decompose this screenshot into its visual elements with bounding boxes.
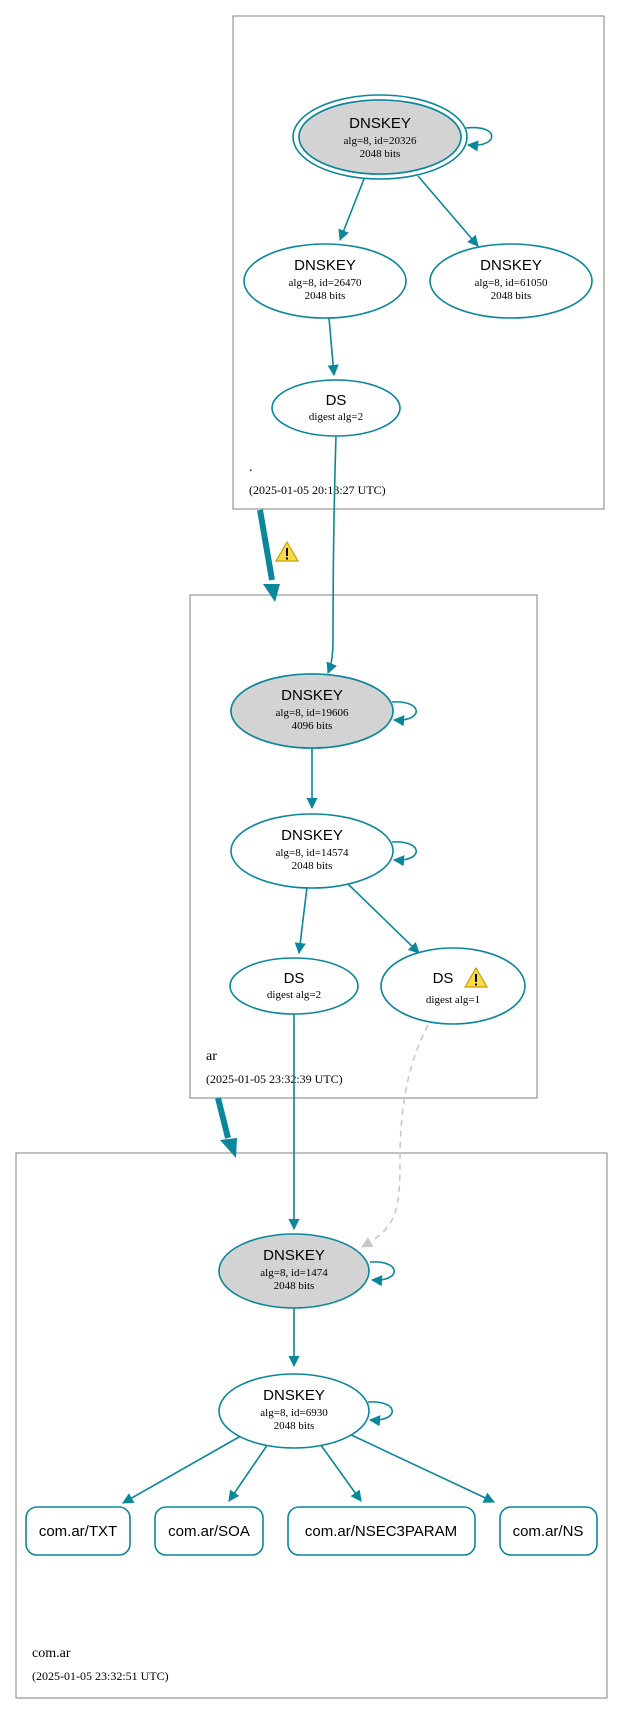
node-comar-ksk-alg: alg=8, id=1474 bbox=[260, 1267, 328, 1279]
zone-ar-timestamp: (2025-01-05 23:32:39 UTC) bbox=[206, 1072, 343, 1086]
node-ar-ds-digest1-title: DS bbox=[433, 970, 454, 987]
node-root-zsk-61050-title: DNSKEY bbox=[480, 257, 542, 274]
node-ar-ds-digest2[interactable]: DS digest alg=2 bbox=[229, 957, 359, 1015]
node-root-zsk-61050-bits: 2048 bits bbox=[491, 290, 532, 302]
node-ar-ds-digest2-title: DS bbox=[284, 970, 305, 987]
edge-comarzsk-nsec3param bbox=[317, 1440, 362, 1502]
delegation-edge-ar-comar bbox=[215, 1097, 237, 1158]
node-root-ksk-alg: alg=8, id=20326 bbox=[344, 135, 417, 147]
node-root-zsk-61050-alg: alg=8, id=61050 bbox=[475, 277, 548, 289]
self-loop-comar-zsk bbox=[367, 1401, 394, 1427]
edge-comarzsk-soa bbox=[228, 1440, 271, 1502]
node-ar-ksk[interactable]: DNSKEY alg=8, id=19606 4096 bits bbox=[230, 673, 394, 749]
edge-rootds-arksk bbox=[326, 434, 337, 675]
node-root-zsk-26470[interactable]: DNSKEY alg=8, id=26470 2048 bits bbox=[243, 243, 407, 319]
edge-ards1-comarksk-insecure bbox=[361, 1024, 429, 1248]
node-comar-ksk-title: DNSKEY bbox=[263, 1247, 325, 1264]
node-ar-zsk-title: DNSKEY bbox=[281, 827, 343, 844]
node-ar-ds-digest2-digest: digest alg=2 bbox=[267, 989, 321, 1001]
node-ar-zsk[interactable]: DNSKEY alg=8, id=14574 2048 bits bbox=[230, 813, 394, 889]
rrset-com-ar-nsec3param[interactable]: com.ar/NSEC3PARAM bbox=[287, 1506, 476, 1556]
node-comar-zsk-title: DNSKEY bbox=[263, 1387, 325, 1404]
node-ar-ds-digest1[interactable]: DS digest alg=1 bbox=[380, 947, 526, 1025]
edge-comarzsk-ns bbox=[346, 1432, 496, 1503]
node-root-ds-title: DS bbox=[326, 392, 347, 409]
rrset-com-ar-soa-label: com.ar/SOA bbox=[168, 1523, 250, 1540]
node-comar-zsk-alg: alg=8, id=6930 bbox=[260, 1407, 328, 1419]
edge-rootzsk1-rootds bbox=[327, 317, 339, 377]
rrset-com-ar-soa[interactable]: com.ar/SOA bbox=[154, 1506, 264, 1556]
self-loop-ar-zsk bbox=[391, 841, 418, 867]
edge-arzsk-ards1 bbox=[347, 883, 420, 954]
node-root-ksk[interactable]: DNSKEY alg=8, id=20326 2048 bits bbox=[292, 94, 468, 180]
zone-root: . (2025-01-05 20:13:27 UTC) bbox=[232, 15, 605, 510]
rrset-com-ar-txt[interactable]: com.ar/TXT bbox=[25, 1506, 131, 1556]
rrset-com-ar-nsec3param-label: com.ar/NSEC3PARAM bbox=[305, 1523, 457, 1540]
node-root-zsk-26470-alg: alg=8, id=26470 bbox=[289, 277, 362, 289]
self-loop-root-ksk bbox=[465, 126, 493, 152]
node-ar-ksk-alg: alg=8, id=19606 bbox=[276, 707, 349, 719]
zone-ar-name: ar bbox=[206, 1049, 217, 1064]
rrset-com-ar-ns-label: com.ar/NS bbox=[513, 1523, 584, 1540]
node-comar-ksk-bits: 2048 bits bbox=[274, 1280, 315, 1292]
edge-comarzsk-txt bbox=[122, 1432, 247, 1504]
self-loop-comar-ksk bbox=[369, 1261, 396, 1287]
zone-ar: ar (2025-01-05 23:32:39 UTC) bbox=[189, 594, 538, 1099]
node-ar-zsk-alg: alg=8, id=14574 bbox=[276, 847, 349, 859]
node-root-zsk-26470-title: DNSKEY bbox=[294, 257, 356, 274]
node-root-zsk-26470-bits: 2048 bits bbox=[305, 290, 346, 302]
zone-root-name: . bbox=[249, 460, 253, 475]
edge-rootksk-rootzsk2 bbox=[417, 175, 479, 247]
zone-com-ar-timestamp: (2025-01-05 23:32:51 UTC) bbox=[32, 1669, 169, 1683]
zone-com-ar-name: com.ar bbox=[32, 1646, 71, 1661]
node-root-ds[interactable]: DS digest alg=2 bbox=[271, 379, 401, 437]
warning-icon bbox=[274, 540, 300, 562]
rrset-com-ar-ns[interactable]: com.ar/NS bbox=[499, 1506, 598, 1556]
node-root-ds-digest: digest alg=2 bbox=[309, 411, 363, 423]
node-ar-ds-digest1-digest: digest alg=1 bbox=[426, 994, 480, 1006]
rrset-com-ar-txt-label: com.ar/TXT bbox=[39, 1523, 117, 1540]
warning-icon bbox=[463, 966, 489, 988]
edge-rootksk-rootzsk1 bbox=[338, 178, 365, 242]
node-root-zsk-61050[interactable]: DNSKEY alg=8, id=61050 2048 bits bbox=[429, 243, 593, 319]
node-comar-zsk[interactable]: DNSKEY alg=8, id=6930 2048 bits bbox=[218, 1373, 370, 1449]
node-root-ksk-title: DNSKEY bbox=[349, 115, 411, 132]
node-ar-zsk-bits: 2048 bits bbox=[292, 860, 333, 872]
node-ar-ksk-bits: 4096 bits bbox=[292, 720, 333, 732]
node-ar-ksk-title: DNSKEY bbox=[281, 687, 343, 704]
zone-root-timestamp: (2025-01-05 20:13:27 UTC) bbox=[249, 483, 386, 497]
edge-arzsk-ards2 bbox=[294, 886, 308, 955]
zone-com-ar: com.ar (2025-01-05 23:32:51 UTC) bbox=[15, 1152, 608, 1699]
self-loop-ar-ksk bbox=[391, 701, 418, 727]
node-root-ksk-bits: 2048 bits bbox=[360, 148, 401, 160]
node-comar-ksk[interactable]: DNSKEY alg=8, id=1474 2048 bits bbox=[218, 1233, 370, 1309]
node-comar-zsk-bits: 2048 bits bbox=[274, 1420, 315, 1432]
delegation-edge-root-ar bbox=[257, 509, 280, 602]
